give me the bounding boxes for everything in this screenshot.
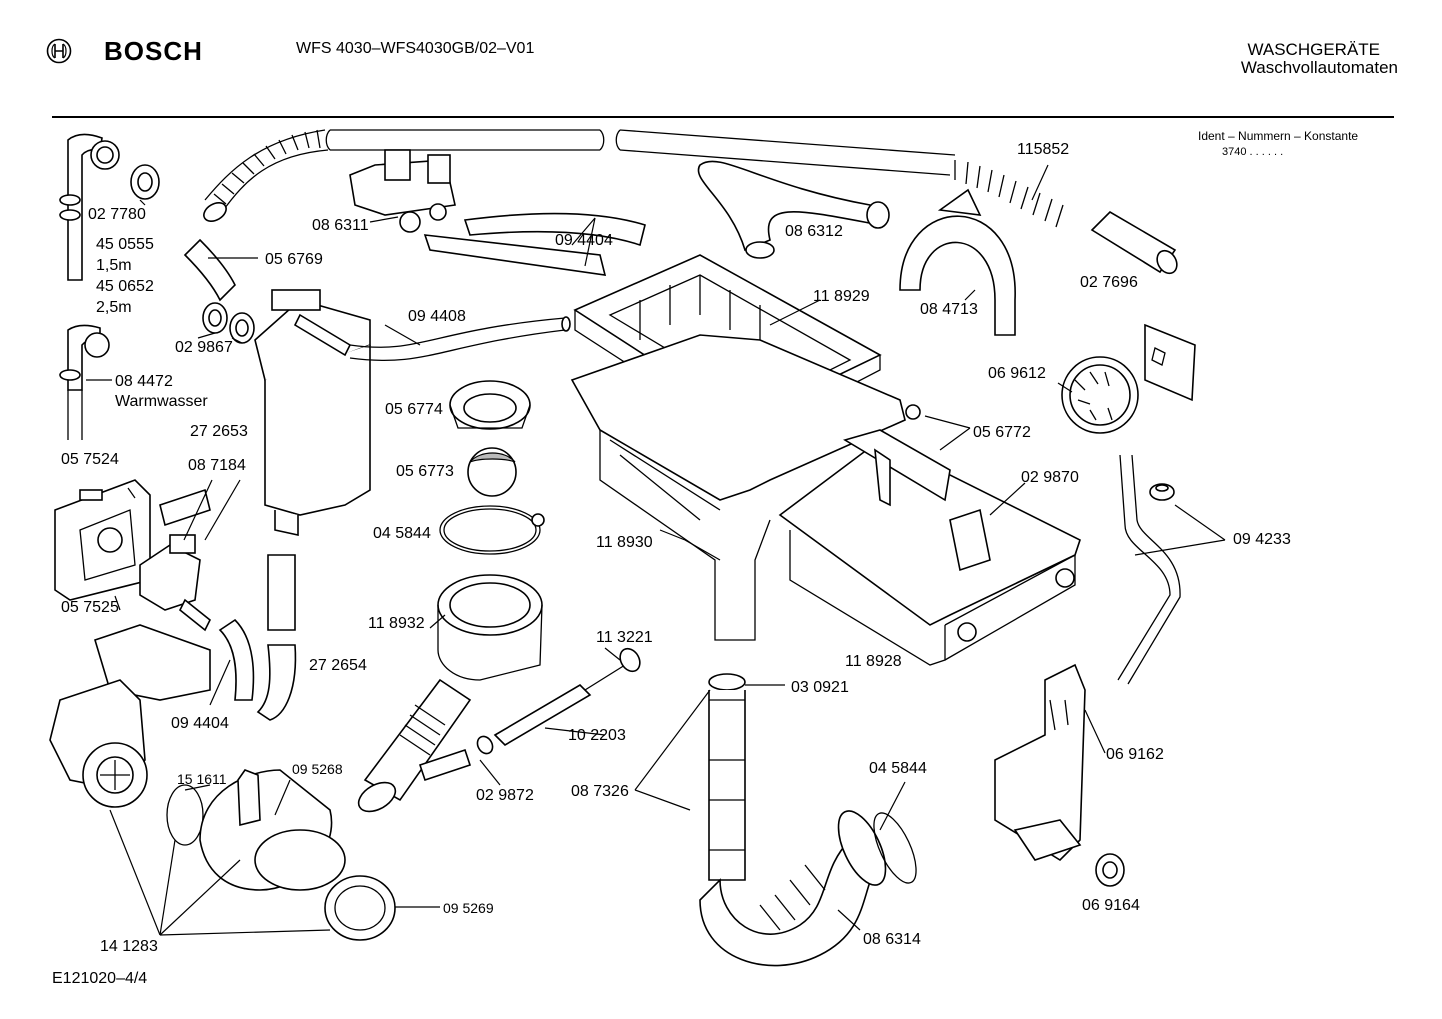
inlet-hose-left-drawing <box>59 133 160 440</box>
label-05-6769: 05 6769 <box>265 251 323 268</box>
drain-hose-upper-drawing <box>218 554 297 721</box>
label-08-7184: 08 7184 <box>188 457 246 474</box>
label-05-7525: 05 7525 <box>61 599 119 616</box>
label-02-7780: 02 7780 <box>88 206 146 223</box>
label-27-2654: 27 2654 <box>309 657 367 674</box>
label-02-9870: 02 9870 <box>1021 469 1079 486</box>
pressure-switch-drawing <box>1061 323 1196 434</box>
label-05-6773: 05 6773 <box>396 463 454 480</box>
category-main: WASCHGERÄTE <box>1247 40 1380 59</box>
label-09-5269: 09 5269 <box>443 900 494 916</box>
inlet-valve-drawing <box>54 479 212 632</box>
drain-hose-lower-drawing <box>699 673 917 967</box>
drain-pump-drawing <box>49 624 396 941</box>
label-02-9867: 02 9867 <box>175 339 233 356</box>
seal-set-drawing <box>439 380 545 555</box>
rod-drawing <box>476 647 641 755</box>
label-06-9164: 06 9164 <box>1082 897 1140 914</box>
label-09-4408: 09 4408 <box>408 308 466 325</box>
bosch-logo-icon <box>46 38 72 64</box>
label-45-0652: 45 0652 <box>96 278 154 295</box>
bellows-hose-drawing <box>697 160 890 259</box>
pressure-hose-drawing <box>1117 454 1181 685</box>
inlet-hose-drawing <box>203 129 1178 275</box>
label-09-4404-top: 09 4404 <box>555 232 613 249</box>
label-11-8930: 11 8930 <box>596 534 653 551</box>
label-08-6311: 08 6311 <box>312 217 369 234</box>
brand-name: BOSCH <box>104 36 203 66</box>
label-08-6312: 08 6312 <box>785 223 843 240</box>
label-15-1611: 15 1611 <box>177 771 227 787</box>
label-warmwasser: Warmwasser <box>115 393 208 410</box>
label-length-1-5m: 1,5m <box>96 257 132 274</box>
dispenser-drawing <box>254 289 571 536</box>
label-115852: 115852 <box>1017 141 1069 158</box>
model-number: WFS 4030–WFS4030GB/02–V01 <box>296 40 535 57</box>
hose-bracket-drawing <box>899 188 1016 336</box>
label-09-4404-lower: 09 4404 <box>171 715 229 732</box>
category-sub: Waschvollautomaten <box>1240 58 1398 77</box>
label-27-2653: 27 2653 <box>190 423 248 440</box>
label-03-0921: 03 0921 <box>791 679 849 696</box>
label-45-0555: 45 0555 <box>96 236 154 253</box>
ident-label: Ident – Nummern – Konstante <box>1198 129 1359 143</box>
label-08-7326: 08 7326 <box>571 783 629 800</box>
part-labels: 02 7780 45 0555 1,5m 45 0652 2,5m 05 676… <box>61 141 1291 955</box>
label-02-7696: 02 7696 <box>1080 274 1138 291</box>
ident-value: 3740 . . . . . . <box>1222 146 1284 158</box>
leader-lines <box>86 164 1226 936</box>
sump-drawing <box>357 574 543 813</box>
label-04-5844-lower: 04 5844 <box>869 760 927 777</box>
label-14-1283: 14 1283 <box>100 938 158 955</box>
detergent-drawer-drawing <box>570 334 1081 666</box>
label-09-4233: 09 4233 <box>1233 531 1291 548</box>
label-02-9872: 02 9872 <box>476 787 534 804</box>
label-length-2-5m: 2,5m <box>96 299 132 316</box>
valve-drawing <box>349 149 646 276</box>
label-08-4713: 08 4713 <box>920 301 978 318</box>
label-05-6774: 05 6774 <box>385 401 443 418</box>
label-11-8929: 11 8929 <box>813 288 870 305</box>
label-11-8932: 11 8932 <box>368 615 425 632</box>
label-06-9612: 06 9612 <box>988 365 1046 382</box>
label-06-9162: 06 9162 <box>1106 746 1164 763</box>
label-11-3221: 11 3221 <box>596 629 653 646</box>
label-05-7524: 05 7524 <box>61 451 119 468</box>
label-09-5268: 09 5268 <box>292 761 343 777</box>
label-08-6314: 08 6314 <box>863 931 921 948</box>
label-08-4472: 08 4472 <box>115 373 173 390</box>
header-rule <box>52 116 1394 118</box>
label-11-8928: 11 8928 <box>845 653 902 670</box>
small-hose-drawing <box>183 238 255 344</box>
label-04-5844-upper: 04 5844 <box>373 525 431 542</box>
base-bracket-drawing <box>994 663 1125 887</box>
drawing-code: E121020–4/4 <box>52 970 148 987</box>
label-05-6772: 05 6772 <box>973 424 1031 441</box>
label-10-2203: 10 2203 <box>568 727 626 744</box>
